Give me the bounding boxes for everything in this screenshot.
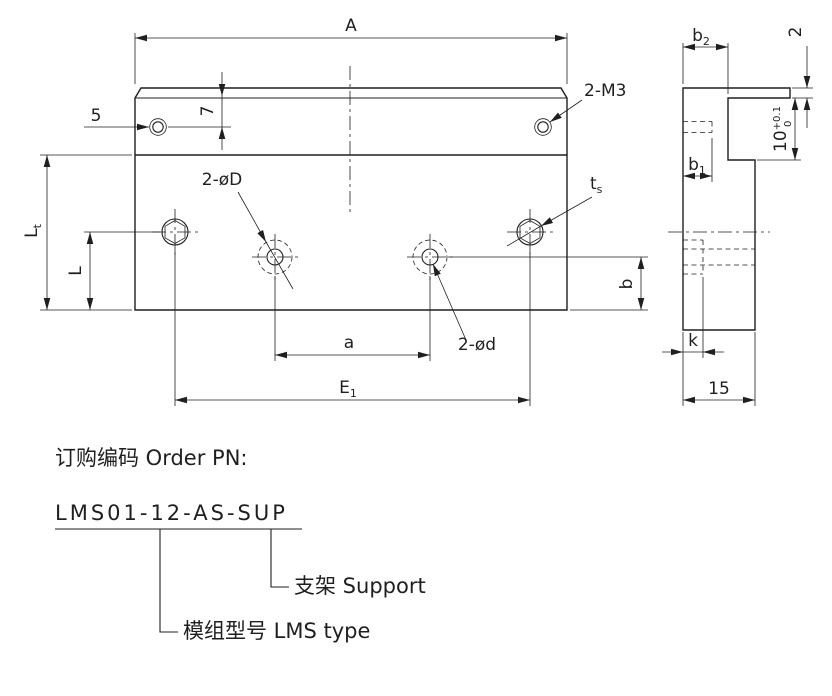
branch-lms-type: 模组型号 LMS type — [159, 529, 370, 643]
dim-7-label: 7 — [198, 106, 218, 117]
side-hidden-lines — [683, 121, 755, 275]
dim-A: A — [134, 16, 568, 84]
type-label: 模组型号 LMS type — [183, 619, 370, 643]
counterbore-hole-left — [252, 234, 298, 280]
dim-b: b — [448, 256, 648, 311]
dim-5-label: 5 — [91, 106, 102, 126]
front-view: A 5 7 2-M3 2-øD ts — [22, 16, 648, 406]
dim-b2-label: b2 — [692, 26, 710, 48]
dim-A-label: A — [345, 16, 357, 36]
order-pn: LMS01-12-AS-SUP — [55, 501, 288, 525]
dim-10-label: 10+0.10 — [771, 106, 794, 152]
dim-E1-label: E1 — [339, 378, 357, 400]
side-view: b2 2 10+0.10 b1 k — [662, 26, 813, 406]
branch-support: 支架 Support — [270, 529, 426, 598]
dim-Lt-label: Lt — [22, 223, 44, 237]
support-label: 支架 Support — [294, 574, 426, 598]
side-profile-outline — [682, 87, 791, 331]
dim-L: L — [66, 231, 160, 310]
m3-hole-right — [534, 118, 552, 136]
dim-b1: b1 — [683, 138, 713, 182]
dim-L-label: L — [66, 266, 86, 276]
order-block: 订购编码 Order PN: LMS01-12-AS-SUP 支架 Suppor… — [55, 446, 426, 643]
leader-ts: ts — [506, 174, 603, 247]
dim-7: 7 — [168, 72, 231, 150]
dim-a-label: a — [344, 333, 354, 353]
dim-k-label: k — [688, 331, 698, 351]
m3-hole-left — [149, 118, 167, 136]
dim-2-label: 2 — [786, 27, 806, 38]
front-plate-outline — [134, 87, 568, 311]
dim-2: 2 — [786, 27, 813, 128]
label-2phid: 2-ød — [458, 335, 496, 355]
label-2phiD: 2-øD — [202, 170, 242, 190]
socket-hole-right — [507, 209, 553, 255]
dim-E1: E1 — [174, 248, 531, 406]
dim-b1-label: b1 — [688, 155, 706, 177]
dim-b-label: b — [617, 279, 637, 290]
leader-2m3: 2-M3 — [549, 81, 626, 123]
label-ts: ts — [590, 174, 603, 196]
dim-Lt: Lt — [22, 154, 132, 311]
leader-2phiD: 2-øD — [202, 170, 294, 290]
dim-a: a — [274, 276, 431, 361]
order-title: 订购编码 Order PN: — [55, 446, 247, 470]
dim-15-label: 15 — [708, 379, 730, 399]
counterbore-hole-right — [407, 234, 453, 280]
dim-k: k — [662, 277, 724, 358]
dim-10: 10+0.10 — [757, 98, 801, 161]
dim-15: 15 — [682, 332, 756, 406]
label-2m3: 2-M3 — [584, 81, 626, 101]
dim-5: 5 — [84, 106, 149, 131]
dim-b2: b2 — [682, 26, 729, 94]
leader-2phid: 2-ød — [432, 263, 496, 355]
